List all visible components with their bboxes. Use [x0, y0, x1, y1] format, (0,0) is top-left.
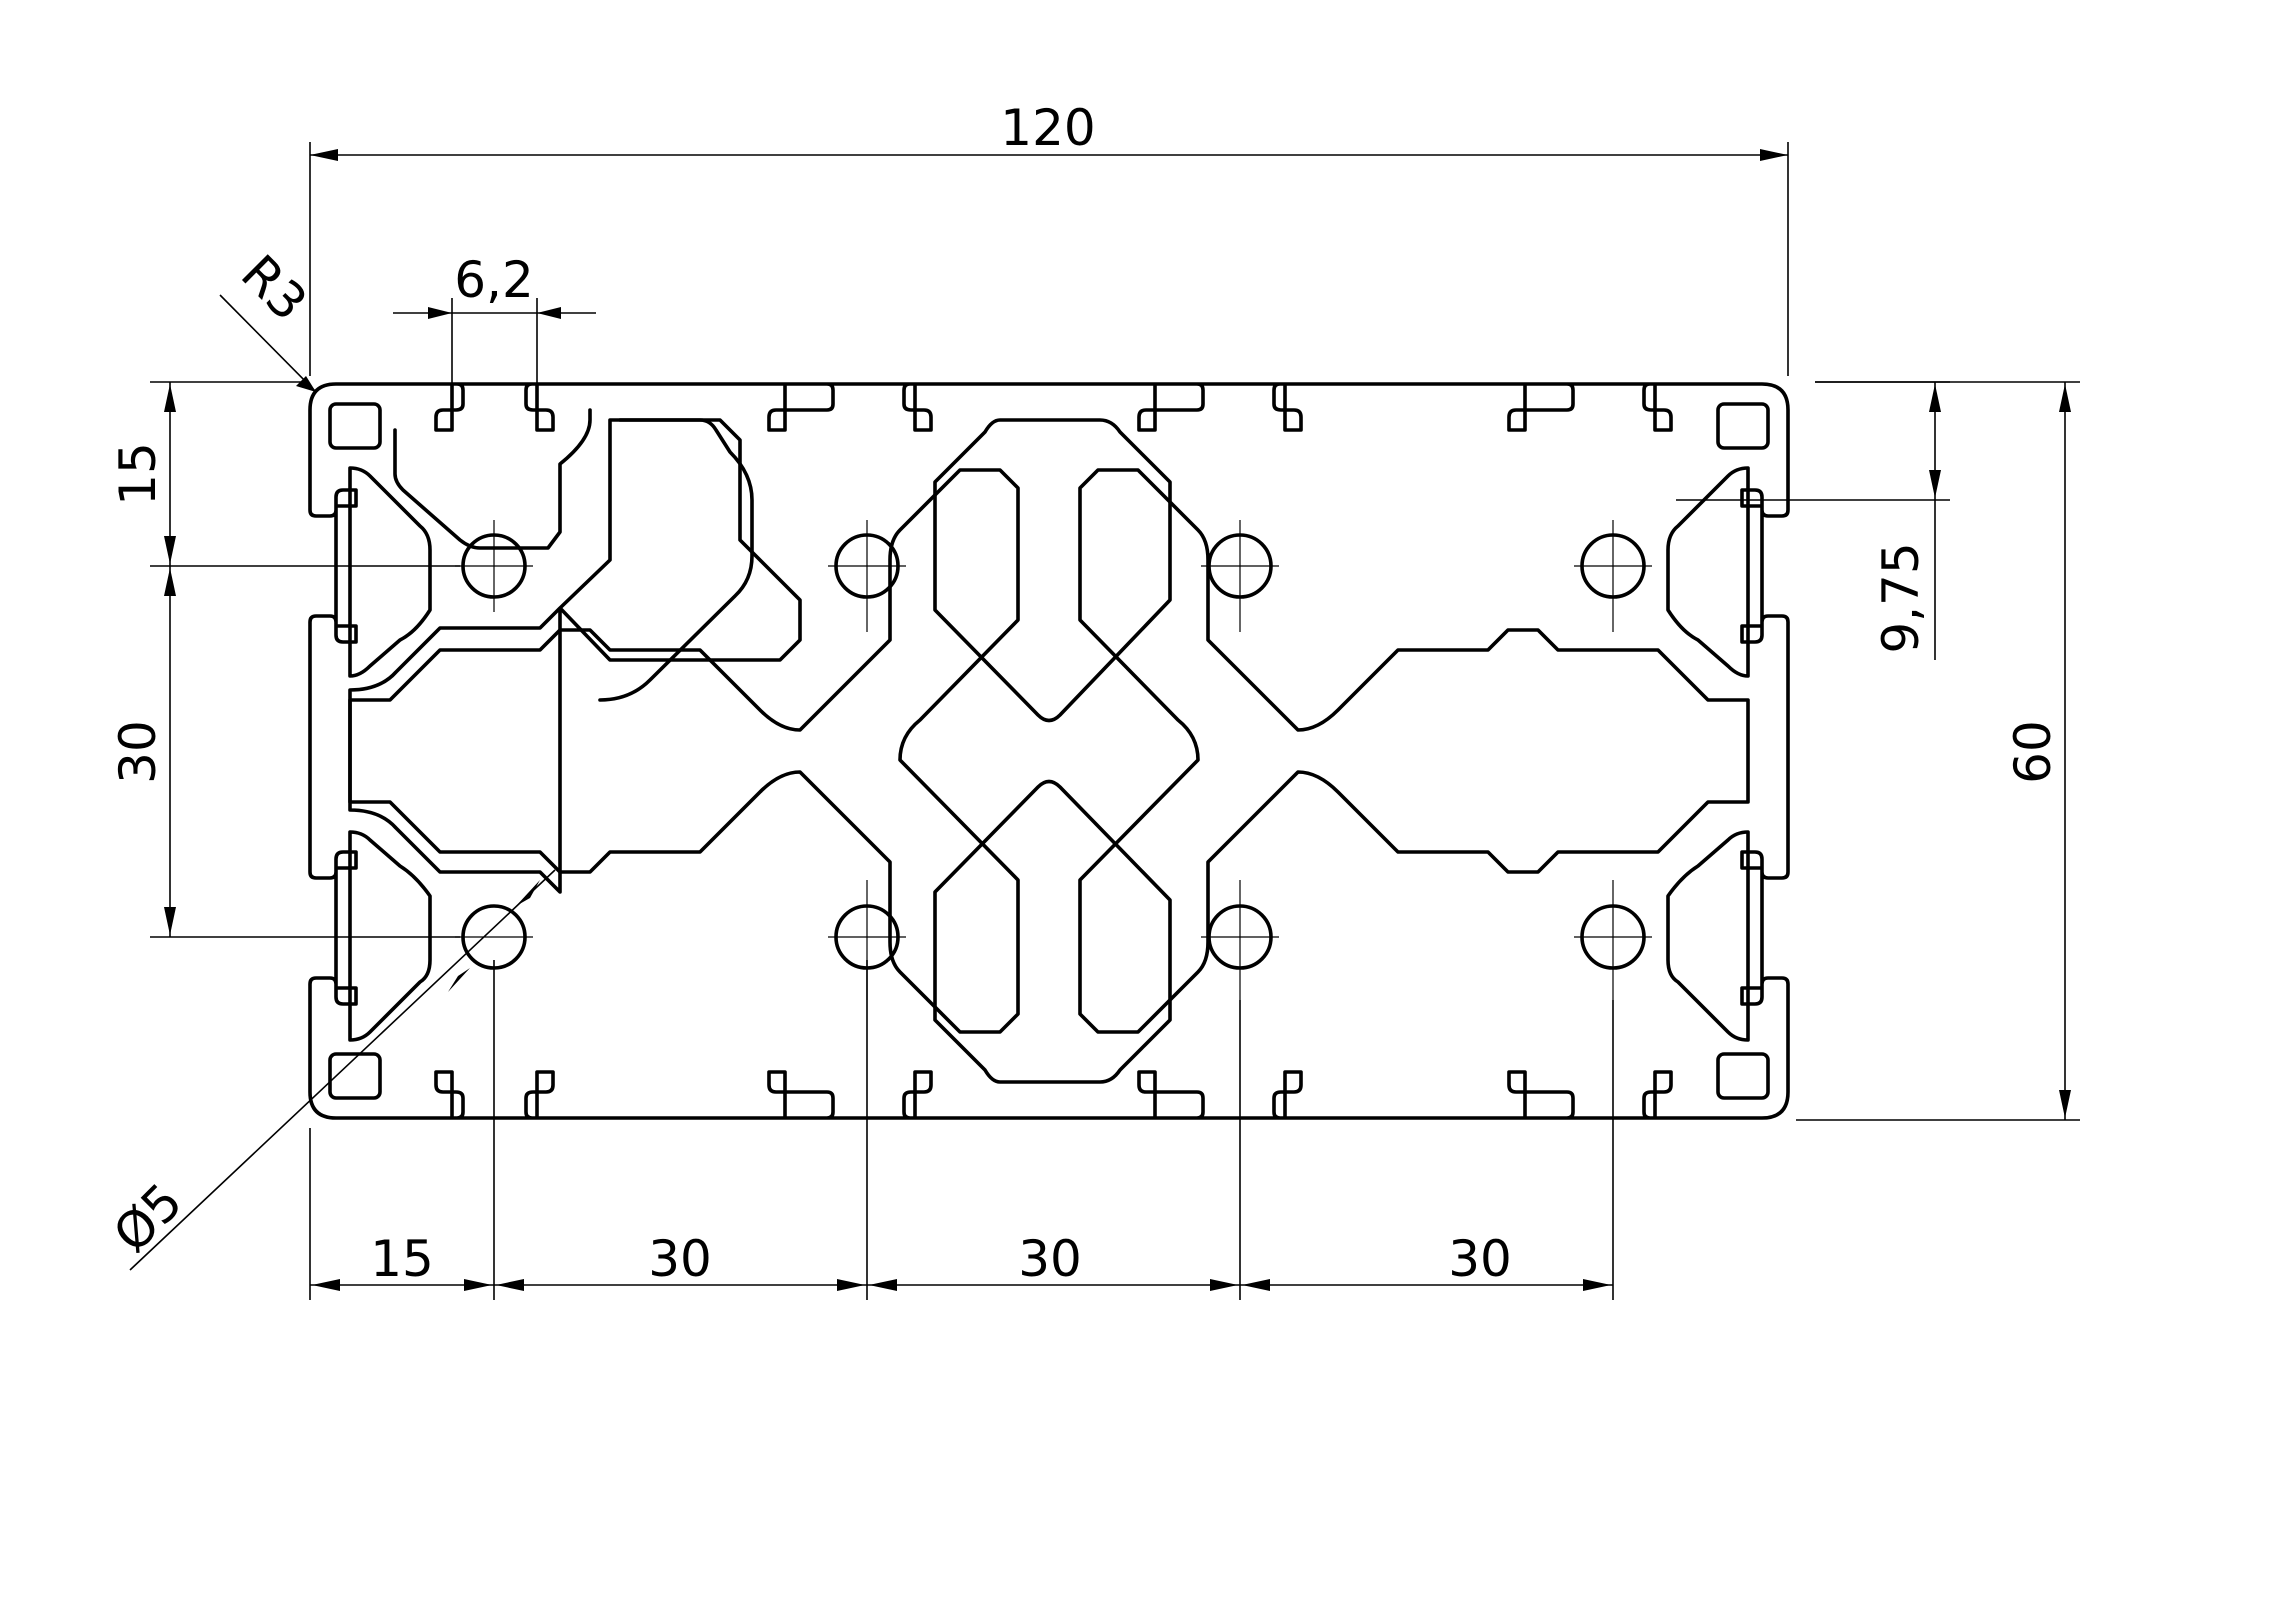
profile-inner-walls [328, 402, 1770, 1100]
dim-right-slot-depth: 9,75 [1872, 542, 1930, 653]
dim-bottom-spacing-1: 30 [648, 1230, 712, 1288]
dim-bottom-spacing-3: 30 [1448, 1230, 1512, 1288]
dim-bottom-spacing-2: 30 [1018, 1230, 1082, 1288]
dim-overall-width: 120 [1000, 99, 1095, 157]
dim-hole-diameter: Ø5 [102, 1172, 193, 1263]
dimension-labels: 120 6,2 R3 15 30 9,75 60 Ø5 15 30 30 30 [102, 99, 2062, 1288]
cavity-big-right [1078, 468, 1750, 1034]
profile-outer-contour [308, 382, 1790, 1120]
cavity-left-lower [348, 830, 432, 1042]
dim-overall-height: 60 [2004, 720, 2062, 784]
cavity-center-top [933, 418, 1172, 723]
corner-square-bl [328, 1052, 382, 1100]
cavity-left-center [348, 418, 802, 894]
corner-square-tr [1716, 402, 1770, 450]
cavity-top-left-slot [393, 408, 592, 550]
mounting-holes [461, 533, 1646, 970]
cavity-center-bottom [933, 779, 1172, 1084]
corner-square-br [1716, 1052, 1770, 1100]
cavity-left-wing [598, 418, 754, 702]
dim-bottom-first: 15 [370, 1230, 434, 1288]
dim-left-top-offset: 15 [109, 442, 167, 506]
dim-left-hole-spacing: 30 [109, 720, 167, 784]
dim-slot-width: 6,2 [454, 251, 534, 309]
cavity-left-upper [348, 466, 432, 678]
dimension-lines [129, 142, 2080, 1300]
cavity-big-left [348, 468, 1020, 1034]
corner-square-tl [328, 402, 382, 450]
cavity-right-lower [1666, 830, 1750, 1042]
cavity-right-upper [1666, 466, 1750, 678]
center-lines [455, 520, 1652, 1000]
